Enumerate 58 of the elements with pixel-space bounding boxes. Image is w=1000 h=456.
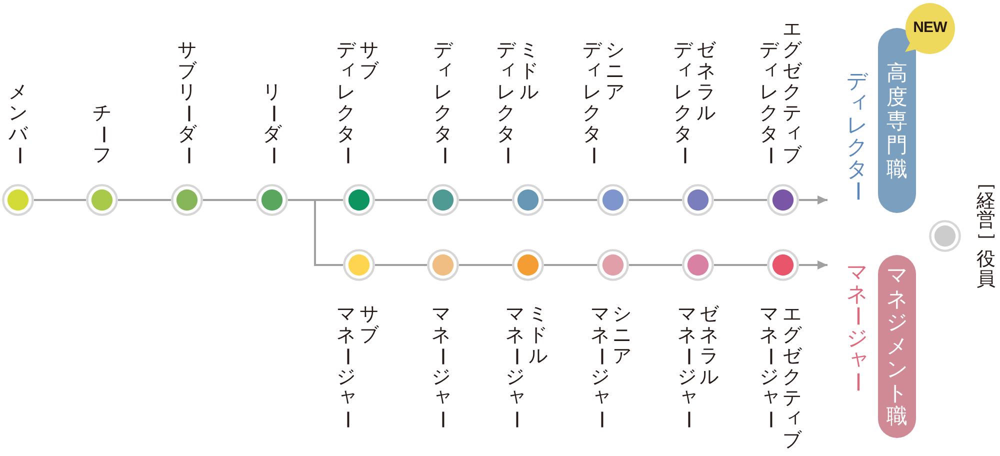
connector-line — [629, 264, 682, 266]
position-title: メンバー — [8, 82, 28, 166]
timeline-dot — [682, 249, 714, 281]
connector-line — [714, 264, 767, 266]
connector-line — [714, 199, 767, 201]
connector-line — [203, 199, 256, 201]
timeline-dot — [2, 184, 34, 216]
track-label: マネージャー — [846, 261, 868, 393]
position-title: チーフ — [92, 103, 112, 166]
timeline-dot — [427, 249, 459, 281]
connector-line — [544, 264, 597, 266]
connector-line — [375, 264, 427, 266]
new-badge — [902, 2, 955, 54]
connector-line — [544, 199, 597, 201]
timeline-dot — [86, 184, 118, 216]
timeline-dot — [597, 184, 629, 216]
position-title: エグゼクティブマネージャー — [760, 304, 802, 451]
timeline-dot — [343, 249, 375, 281]
track-title: 高度専門職 — [886, 60, 908, 180]
timeline-dot — [343, 184, 375, 216]
connector-line — [459, 199, 512, 201]
arrow — [799, 260, 828, 270]
connector-line — [459, 264, 512, 266]
position-title: エグゼクティブディレクター — [760, 19, 802, 166]
position-title: シニアマネージャー — [590, 304, 632, 430]
timeline-dot — [597, 249, 629, 281]
timeline-dot — [512, 184, 544, 216]
position-title: ゼネラルマネージャー — [678, 304, 718, 430]
position-title: ゼネラルディレクター — [674, 40, 716, 166]
connector-line — [375, 199, 427, 201]
timeline-dot — [767, 184, 799, 216]
track-title: マネジメント職 — [886, 264, 908, 429]
position-title: ミドルマネージャー — [506, 304, 548, 430]
track-label: ディレクター — [846, 70, 868, 202]
timeline-dot — [171, 184, 203, 216]
connector-line — [629, 199, 682, 201]
timeline-dot — [256, 184, 288, 216]
position-title: サブディレクター — [336, 40, 378, 166]
position-title: シニアディレクター — [582, 40, 624, 166]
career-track-pill — [878, 255, 916, 438]
connector-line — [34, 199, 86, 201]
timeline-dot — [512, 249, 544, 281]
timeline-dot — [682, 184, 714, 216]
position-title: ディレクター — [434, 40, 452, 166]
position-title: マネージャー — [432, 304, 450, 430]
position-title: ミドルディレクター — [496, 40, 538, 166]
timeline-dot — [767, 249, 799, 281]
position-title: サブリーダー — [178, 40, 196, 166]
position-title: ［経営］役員 — [976, 172, 996, 289]
career-track-pill — [878, 28, 916, 213]
connector-line — [118, 199, 171, 201]
timeline-dot — [929, 220, 961, 252]
position-title: サブマネージャー — [336, 304, 378, 430]
timeline-dot — [427, 184, 459, 216]
arrow — [799, 196, 828, 204]
connector-line — [288, 199, 343, 266]
badge-text: NEW — [912, 19, 948, 37]
position-title: リーダー — [262, 82, 282, 166]
